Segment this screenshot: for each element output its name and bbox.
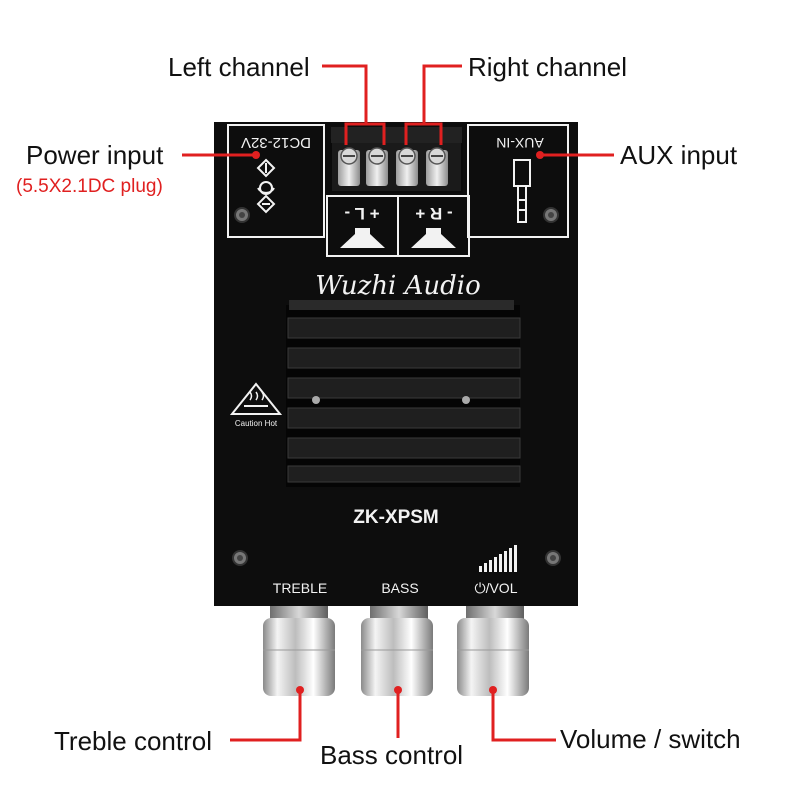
left-channel-leader: [322, 64, 368, 124]
aux-jack-area: AUX-IN: [467, 124, 569, 238]
treble-control-callout: Treble control: [54, 726, 212, 756]
terminal-screws: [338, 147, 448, 186]
bass-knob-label: BASS: [381, 580, 418, 596]
right-speaker-label: - R +: [415, 204, 452, 223]
volume-switch-callout: Volume / switch: [560, 724, 741, 754]
aux-jack-icon: [513, 159, 531, 223]
caution-hot-label: Caution Hot: [235, 419, 278, 428]
volume-switch-leader: [491, 690, 556, 742]
leader-dot: [489, 686, 497, 694]
left-speaker-label: + L -: [344, 204, 379, 223]
right-channel-bracket: [404, 122, 443, 145]
power-input-callout: Power input: [26, 140, 164, 170]
caution-hot-icon: [229, 382, 283, 415]
bass-control-callout: Bass control: [320, 740, 464, 770]
leader-dot: [296, 686, 304, 694]
brand-logo-text: Wuzhi Audio: [315, 271, 481, 301]
treble-knob-label: TREBLE: [273, 580, 327, 596]
right-speaker-icon: [411, 228, 456, 248]
left-speaker-icon: [340, 228, 385, 248]
left-channel-bracket: [344, 122, 386, 145]
volume-knob[interactable]: [457, 606, 529, 696]
power-jack-area: DC12-32V: [227, 124, 325, 238]
aux-input-callout: AUX input: [620, 140, 738, 170]
right-channel-callout: Right channel: [468, 52, 627, 82]
speaker-terminal-block: [330, 127, 463, 193]
volume-level-icon: [479, 545, 517, 572]
model-label: ZK-XPSM: [353, 507, 439, 528]
power-input-note: (5.5X2.1DC plug): [16, 176, 163, 197]
dc-polarity-icon: [256, 158, 276, 214]
volume-knob-label: ⏻/VOL: [475, 580, 518, 596]
left-channel-callout: Left channel: [168, 52, 310, 82]
treble-control-leader: [230, 690, 302, 742]
leader-lines: [182, 64, 614, 742]
right-channel-leader: [422, 64, 462, 124]
leader-dot: [394, 686, 402, 694]
power-voltage-label: DC12-32V: [241, 134, 311, 151]
heatsink: [286, 300, 521, 487]
leader-dot: [252, 151, 260, 159]
aux-label: AUX-IN: [496, 135, 543, 151]
leader-dot: [536, 151, 544, 159]
treble-knob[interactable]: [263, 606, 335, 696]
bass-knob[interactable]: [361, 606, 433, 696]
